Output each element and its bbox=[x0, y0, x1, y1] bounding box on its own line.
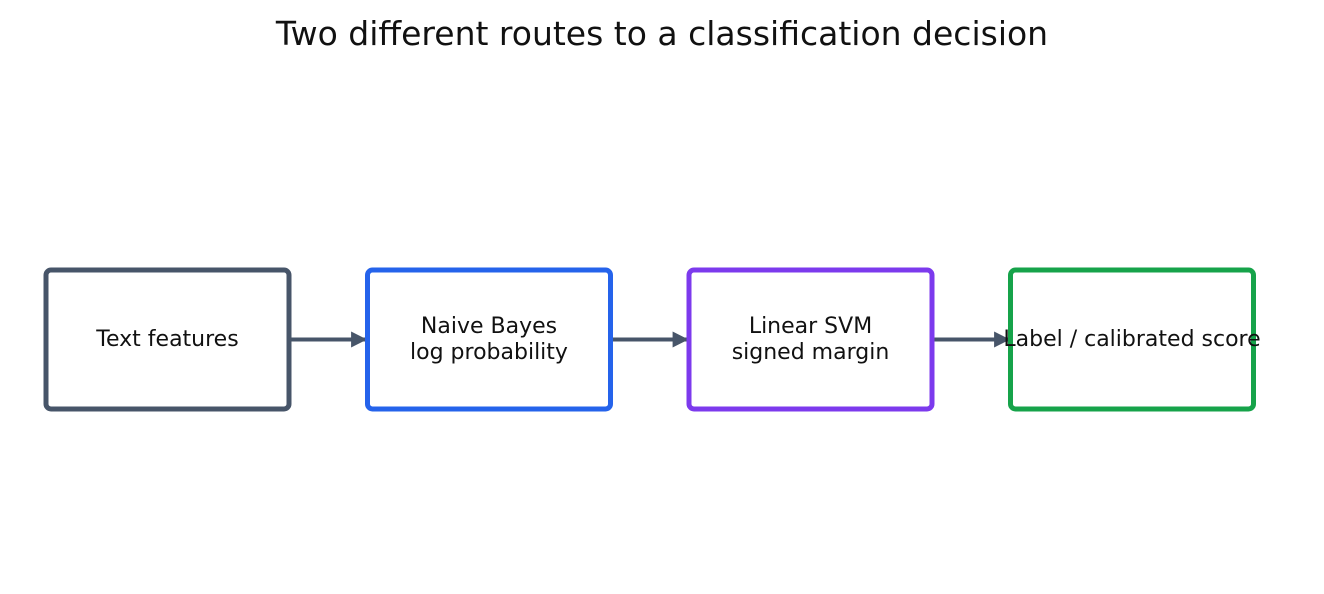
node-label-score: Label / calibrated score bbox=[1003, 267, 1261, 412]
node-label-text-features-0: Text features bbox=[95, 327, 238, 352]
node-box-text-features bbox=[43, 267, 292, 412]
node-label-naive-bayes-1: log probability bbox=[410, 340, 568, 365]
node-label-label-score-0: Label / calibrated score bbox=[1003, 327, 1260, 352]
node-label-linear-svm-0: Linear SVM bbox=[749, 314, 872, 339]
node-label-linear-svm-1: signed margin bbox=[732, 340, 890, 365]
node-label-naive-bayes-0: Naive Bayes bbox=[421, 314, 557, 339]
node-box-label-score bbox=[1008, 267, 1256, 412]
node-box-naive-bayes bbox=[365, 267, 613, 412]
diagram-title: Two different routes to a classification… bbox=[275, 14, 1049, 53]
node-box-linear-svm bbox=[686, 267, 935, 412]
node-text-features: Text features bbox=[43, 267, 292, 412]
